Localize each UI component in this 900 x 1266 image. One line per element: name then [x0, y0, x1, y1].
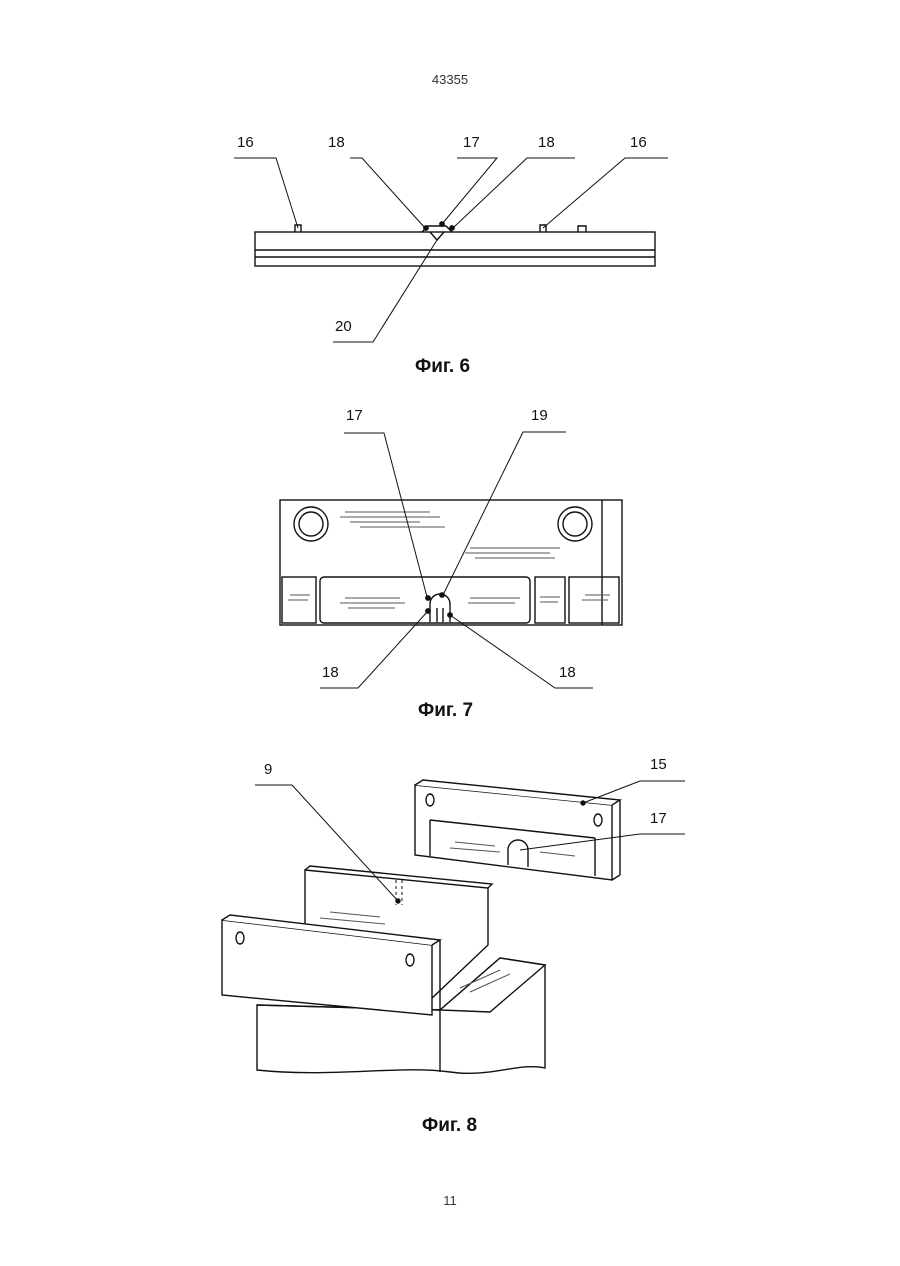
fig8-label-15: 15 [650, 756, 667, 773]
fig8-label-17: 17 [650, 810, 667, 827]
fig8-label-9: 9 [264, 761, 272, 778]
page-number: 11 [0, 1193, 900, 1208]
fig8-caption: Фиг. 8 [422, 1115, 477, 1137]
